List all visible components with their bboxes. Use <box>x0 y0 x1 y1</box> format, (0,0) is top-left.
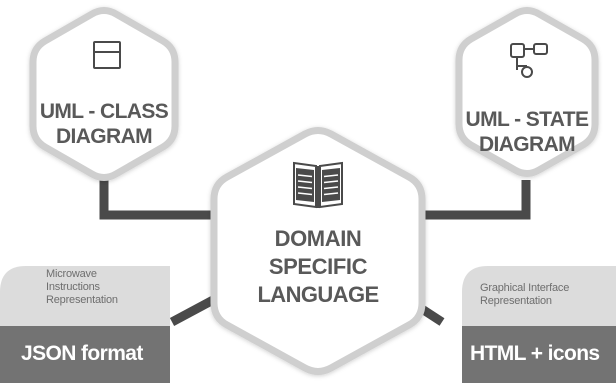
uml-class-label-line-2: DIAGRAM <box>56 125 152 148</box>
json-card-bottom <box>0 326 170 383</box>
open-book-icon <box>293 161 343 209</box>
connector-class-to-dsl <box>99 180 214 220</box>
html-card-caption-line-1: Graphical Interface <box>480 282 570 294</box>
state-chart-icon <box>510 43 548 78</box>
uml-state-label-line-2: DIAGRAM <box>479 133 575 156</box>
html-icons-card <box>462 266 616 383</box>
html-card-top <box>462 266 616 326</box>
json-card-caption-line-2: Instructions <box>46 281 100 293</box>
html-card-bottom <box>462 326 616 383</box>
uml-state-label-line-1: UML - STATE <box>466 108 589 131</box>
uml-class-hexagon <box>29 7 179 181</box>
html-card-caption-line-2: Representation <box>480 295 552 307</box>
dsl-hexagon <box>210 127 426 375</box>
json-card-caption-line-1: Microwave <box>46 268 97 280</box>
json-card-caption-line-3: Representation <box>46 294 118 306</box>
json-card-top <box>0 266 170 326</box>
dsl-label-line-2: SPECIFIC <box>269 254 368 279</box>
uml-state-node: UML - STATE DIAGRAM <box>455 7 599 177</box>
dsl-label-line-3: LANGUAGE <box>257 282 378 307</box>
uml-class-label-line-1: UML - CLASS <box>40 100 169 123</box>
html-card-title: HTML + icons <box>470 342 600 365</box>
dsl-label-line-1: DOMAIN <box>275 226 362 251</box>
uml-class-node: UML - CLASS DIAGRAM <box>29 7 179 181</box>
connector-state-to-dsl <box>422 180 531 220</box>
json-card-title: JSON format <box>21 342 143 365</box>
class-box-icon <box>93 41 121 69</box>
uml-state-hexagon <box>455 7 599 177</box>
dsl-node: DOMAIN SPECIFIC LANGUAGE <box>210 127 426 375</box>
json-format-card <box>0 266 170 383</box>
